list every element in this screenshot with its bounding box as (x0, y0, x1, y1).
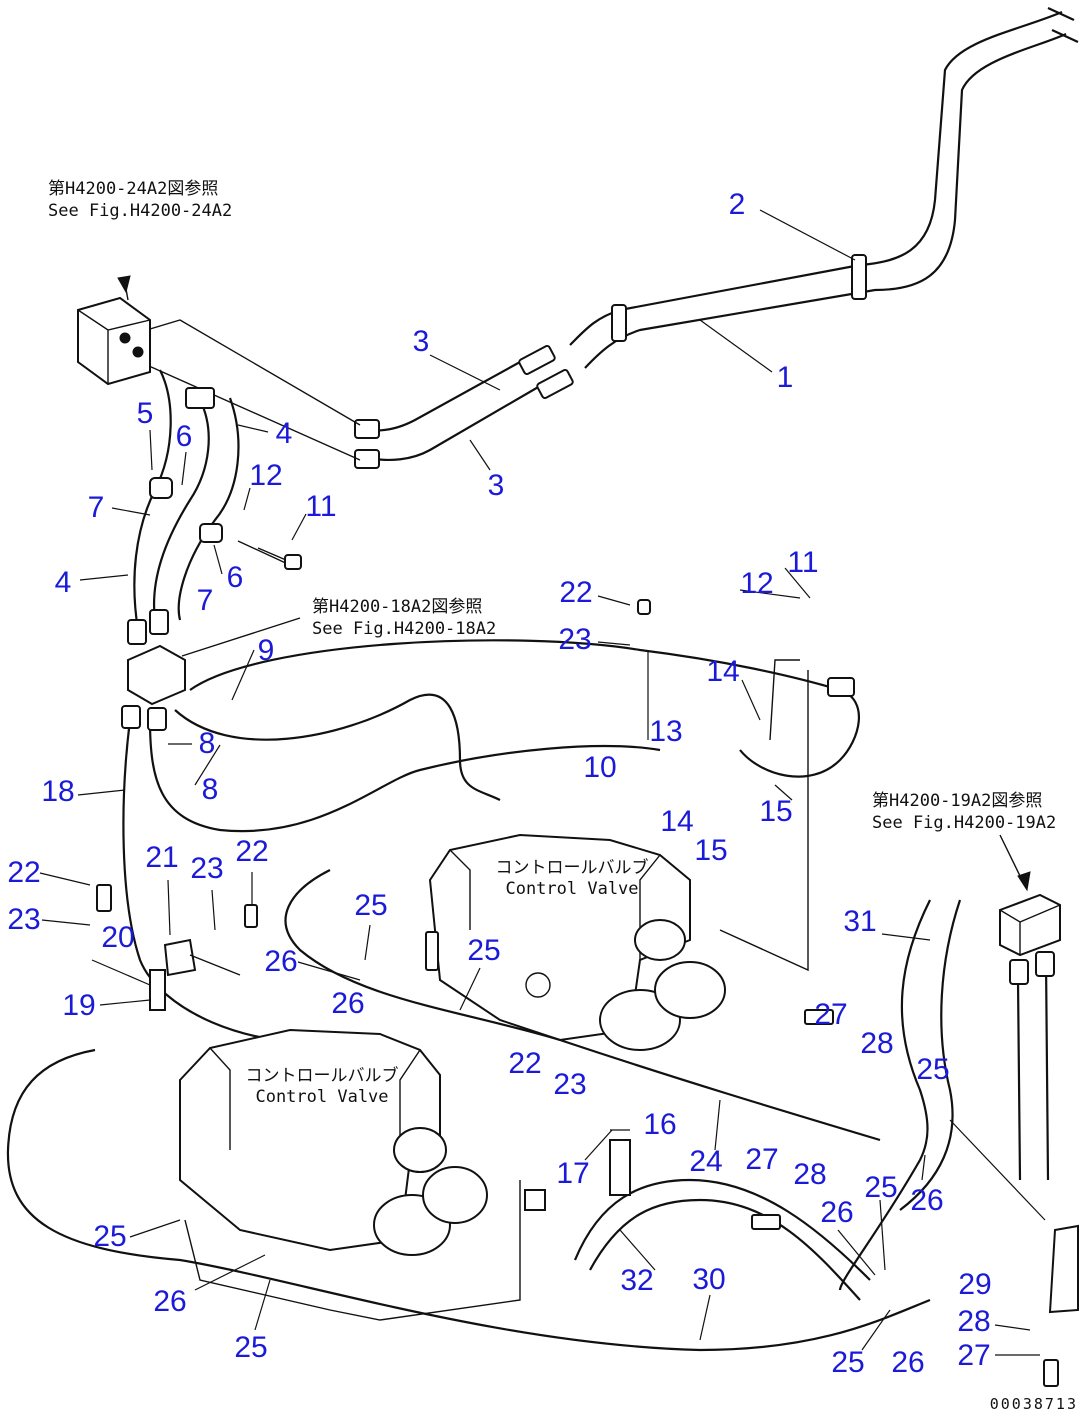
part-number-callout: 7 (87, 491, 105, 524)
reference-note-line: 第H4200-19A2図参照 (872, 791, 1043, 811)
part-number-callout: 15 (694, 834, 728, 867)
leader-lines (39, 209, 1046, 1356)
hoses-4 (127, 369, 302, 645)
reference-note-line: 第H4200-24A2図参照 (48, 179, 219, 199)
part-number-callout: 26 (891, 1346, 925, 1379)
part-number-callout: 15 (759, 795, 793, 828)
part-number-callout: 31 (843, 905, 877, 938)
reference-note-line: See Fig.H4200-24A2 (48, 201, 233, 221)
part-number-callout: 25 (916, 1053, 950, 1086)
part-number-callout: 25 (234, 1331, 268, 1364)
part-number-callout: 24 (689, 1145, 723, 1178)
part-number-callout: 23 (558, 623, 592, 656)
valve-label-line: Control Valve (255, 1087, 389, 1107)
part-number-callout: 27 (957, 1339, 991, 1372)
figure-id: 00038713 (989, 1395, 1078, 1413)
part-number-callout: 22 (7, 856, 41, 889)
part-number-callout: 29 (958, 1268, 992, 1301)
part-number-callout: 14 (706, 655, 740, 688)
part-number-callout: 25 (354, 889, 388, 922)
control-valve-lower-shape (179, 1028, 488, 1256)
part-number-callout: 23 (190, 852, 224, 885)
hoses-lower (6, 869, 1055, 1352)
valve-label-line: コントロールバルブ (495, 858, 649, 878)
part-number-callout: 10 (583, 751, 617, 784)
part-number-callout: 6 (226, 561, 244, 594)
reference-note-line: See Fig.H4200-19A2 (872, 813, 1057, 833)
part-number-callout: 25 (864, 1171, 898, 1204)
part-number-callout: 23 (553, 1068, 587, 1101)
part-number-callout: 23 (7, 903, 41, 936)
part-number-callout: 3 (487, 469, 505, 502)
part-number-callout: 21 (145, 841, 179, 874)
control-valve-upper-shape (428, 833, 726, 1051)
part-number-callout: 4 (275, 417, 293, 450)
part-number-callout: 26 (331, 987, 365, 1020)
tube-pair-1-2 (569, 7, 1079, 369)
valve-label-line: コントロールバルブ (245, 1066, 399, 1086)
part-number-callout: 8 (198, 727, 216, 760)
part-number-callout: 22 (508, 1047, 542, 1080)
part-number-callout: 22 (559, 576, 593, 609)
part-number-callout: 25 (93, 1220, 127, 1253)
part-number-callout: 17 (556, 1157, 590, 1190)
part-number-callout: 27 (745, 1143, 779, 1176)
part-number-callout: 8 (201, 773, 219, 806)
part-number-callout: 3 (412, 325, 430, 358)
valve-block-upper-left (77, 275, 151, 386)
hoses-8-9-18 (121, 639, 861, 1043)
part-number-callout: 25 (831, 1346, 865, 1379)
part-number-callout: 11 (787, 546, 819, 579)
part-number-callout: 25 (467, 934, 501, 967)
part-number-callout: 13 (649, 715, 683, 748)
part-number-callout: 12 (249, 459, 283, 492)
part-number-callout: 16 (643, 1108, 677, 1141)
part-number-callout: 26 (910, 1184, 944, 1217)
valve-label-line: Control Valve (505, 879, 639, 899)
valve-block-right (999, 834, 1079, 1314)
part-number-callout: 18 (41, 775, 75, 808)
part-number-callout: 28 (793, 1158, 827, 1191)
part-number-callout: 26 (264, 945, 298, 978)
part-number-callout: 5 (136, 397, 154, 430)
tube-pair-3 (139, 319, 574, 469)
part-number-callout: 32 (620, 1264, 654, 1297)
part-number-callout: 19 (62, 989, 96, 1022)
part-number-callout: 6 (175, 420, 193, 453)
part-number-callout: 27 (814, 998, 848, 1031)
part-number-callout: 28 (860, 1027, 894, 1060)
reference-note-line: 第H4200-18A2図参照 (312, 597, 483, 617)
part-number-callout: 20 (101, 921, 135, 954)
part-number-callout: 22 (235, 835, 269, 868)
part-number-callout: 26 (153, 1285, 187, 1318)
part-number-callout: 11 (305, 490, 337, 523)
reference-note-line: See Fig.H4200-18A2 (312, 619, 497, 639)
part-number-callout: 2 (728, 188, 746, 221)
part-number-callout: 9 (257, 634, 275, 667)
part-number-callout: 28 (957, 1305, 991, 1338)
part-number-callout: 4 (54, 566, 72, 599)
part-number-callout: 30 (692, 1263, 726, 1296)
part-number-callout: 7 (196, 584, 214, 617)
part-number-callout: 14 (660, 805, 694, 838)
part-number-callout: 12 (740, 567, 774, 600)
part-number-callout: 26 (820, 1196, 854, 1229)
part-number-callout: 1 (776, 361, 794, 394)
valve-block-mid-left (127, 617, 301, 706)
clamps-bolts (96, 599, 1059, 1387)
